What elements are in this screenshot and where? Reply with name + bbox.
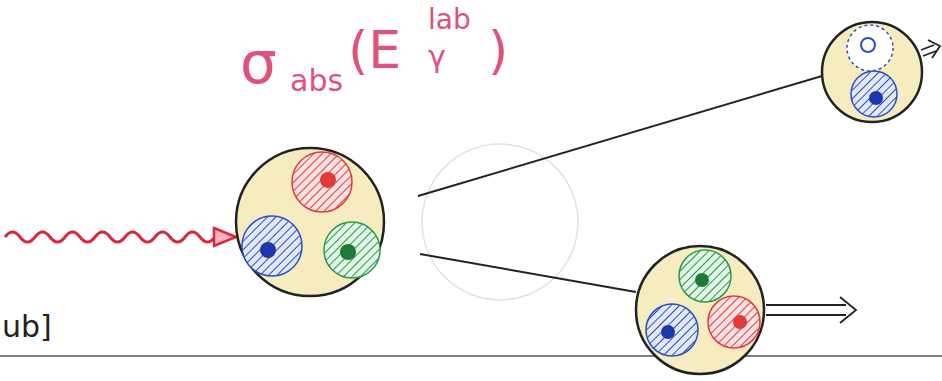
track-line	[418, 76, 822, 196]
subscript-label-slot: γ	[428, 42, 446, 72]
cross-section-symbol: σ	[240, 29, 277, 97]
energy-symbol: (E	[348, 20, 401, 80]
energy-symbol-slot: (E	[348, 24, 401, 76]
rule-line	[0, 355, 942, 357]
unit-label: ub]	[2, 309, 52, 344]
unit-label-slot: ub]	[2, 312, 52, 342]
target-nucleon	[236, 148, 384, 296]
photon-arrowhead	[214, 228, 236, 246]
superscript-label: lab	[428, 3, 471, 36]
photon-wave	[5, 232, 215, 242]
bracket-label: )	[488, 20, 508, 80]
subscript-label-slot: abs	[290, 66, 343, 96]
track-line	[420, 254, 636, 292]
subscript-label: abs	[290, 63, 343, 98]
meson	[822, 22, 940, 122]
baryon	[636, 246, 856, 374]
superscript-label-slot: lab	[428, 6, 471, 34]
faint-circle	[422, 144, 578, 300]
cross-section-symbol-slot: σ	[240, 34, 277, 92]
subscript-label: γ	[428, 39, 446, 74]
bracket-label-slot: )	[488, 24, 508, 76]
